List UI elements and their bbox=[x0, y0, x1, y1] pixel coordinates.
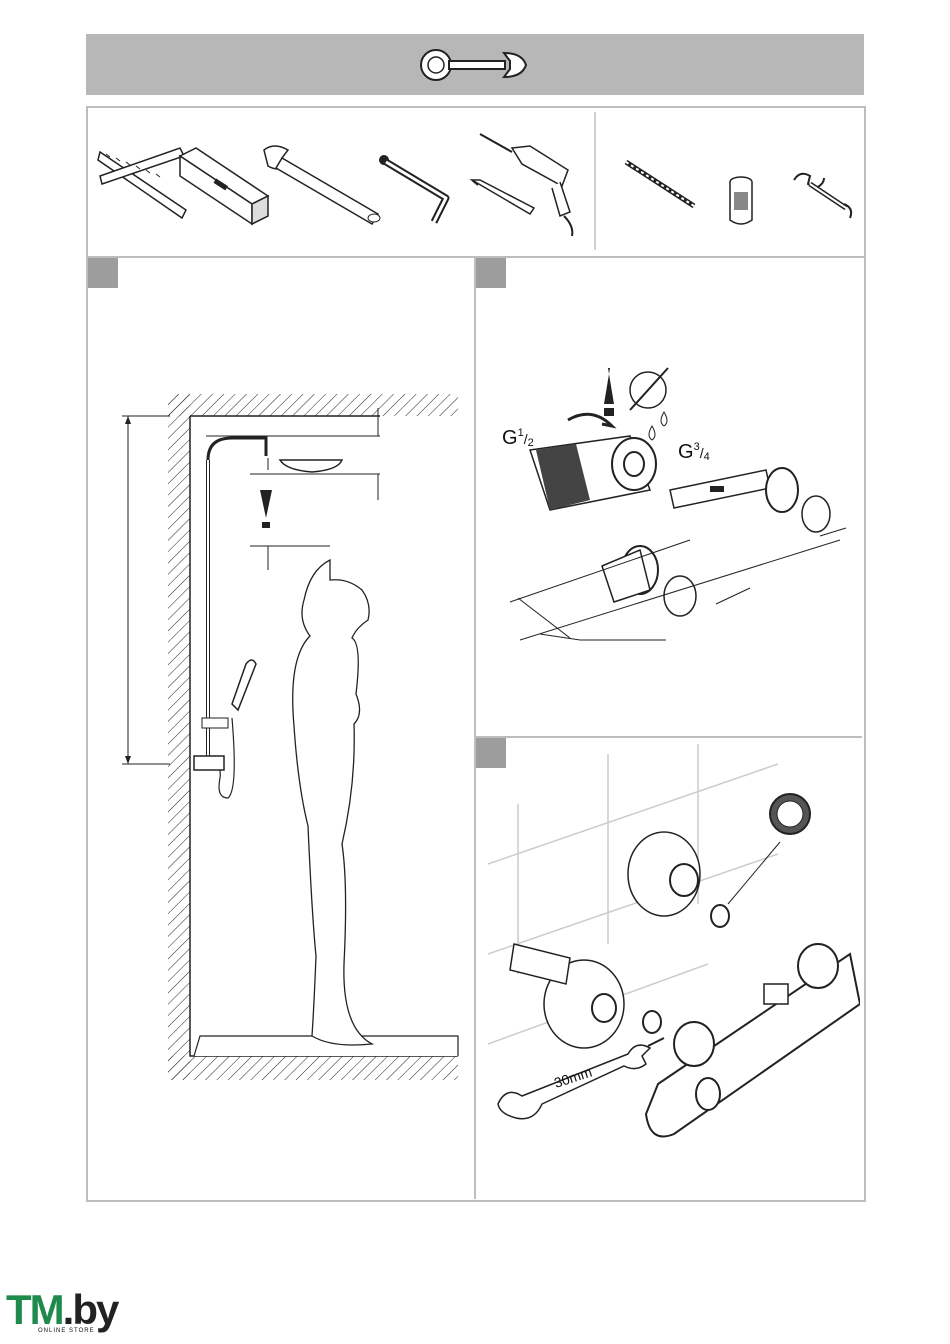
logo-tm: TM bbox=[6, 1286, 63, 1333]
step-tab-a bbox=[88, 258, 118, 288]
socket-adapter-icon bbox=[724, 174, 758, 230]
tools-divider bbox=[594, 112, 596, 250]
step-tab-b bbox=[476, 258, 506, 288]
logo-by: .by bbox=[63, 1286, 118, 1333]
ceiling-hatch bbox=[168, 394, 458, 416]
adjustable-wrench-icon bbox=[258, 140, 388, 230]
logo-tagline: ONLINE STORE bbox=[38, 1328, 95, 1334]
spirit-level-icon bbox=[176, 146, 271, 226]
row-divider bbox=[475, 736, 862, 738]
column-divider bbox=[474, 257, 476, 1199]
header-bar bbox=[86, 34, 864, 95]
threaded-rod-icon bbox=[620, 156, 700, 216]
wrench-icon bbox=[416, 45, 536, 85]
brand-logo: TM.by ONLINE STORE bbox=[6, 1289, 136, 1339]
connector-levelling-diagram: G1/2 G3/4 bbox=[480, 340, 860, 670]
thread-label-g-half: G1/2 bbox=[502, 427, 534, 449]
thermostat-valve bbox=[194, 756, 224, 770]
floor-hatch bbox=[168, 1056, 458, 1080]
hex-key-icon bbox=[374, 150, 469, 230]
drill-icon bbox=[476, 130, 586, 240]
thermostat-mounting-diagram: 30mm bbox=[478, 744, 860, 1194]
wall-hatch bbox=[168, 394, 190, 1080]
shower-height-diagram bbox=[90, 290, 470, 1090]
person-silhouette bbox=[293, 560, 372, 1045]
thread-label-g-three-quarter: G3/4 bbox=[678, 441, 710, 463]
open-end-wrench-icon bbox=[790, 170, 854, 220]
rain-shower-head bbox=[280, 460, 342, 472]
hand-shower bbox=[232, 660, 256, 710]
